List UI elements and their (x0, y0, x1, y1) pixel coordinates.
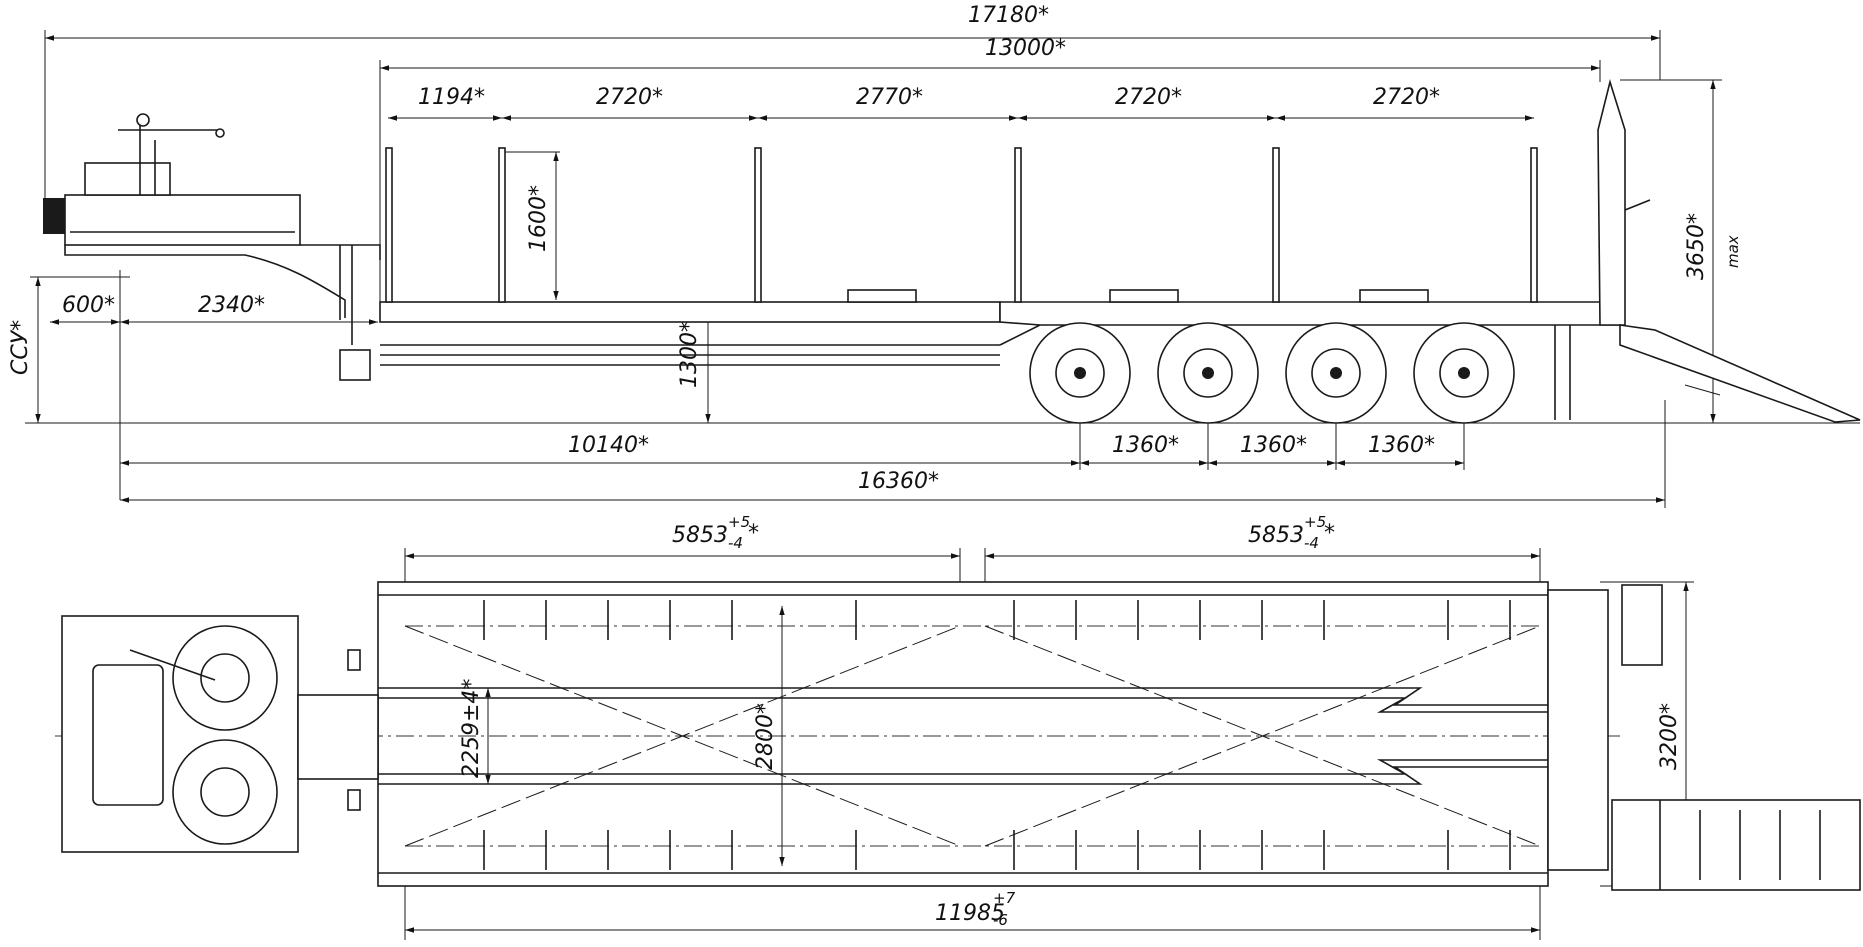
dim-axle-spacing-2-label: 1360* (1240, 433, 1307, 458)
dim-stake-height-label: 1600* (526, 185, 551, 252)
dim-gooseneck: 600* 2340* (50, 270, 378, 500)
landing-leg (339, 349, 371, 381)
dim-deck-width: 2800* (753, 606, 785, 866)
dim-fifth-wheel-height: ССУ* (8, 276, 130, 423)
crossmembers (483, 600, 1511, 870)
dim-axles: 10140* 1360* 1360* 1360* (120, 395, 1465, 470)
dim-stake-height: 1600* (505, 151, 560, 300)
dim-deck-width-label: 2800* (753, 703, 778, 770)
dim-overall-length-label: 17180* (968, 3, 1049, 28)
dim-half-right-tol-upper: +5 (1304, 513, 1326, 531)
trailer-side-body (43, 79, 1861, 424)
plan-view: 5853 +5 -4 * 5853 +5 -4 * (55, 513, 1861, 940)
dim-deck-length-tol-upper: +7 (993, 889, 1016, 907)
dim-stake-1-label: 1194* (418, 85, 485, 110)
dim-platform-length: 13000* (379, 36, 1601, 305)
wheels-side (1029, 322, 1515, 424)
dim-half-right-mark: * (1324, 521, 1335, 546)
dim-total-height-label: 3650* (1684, 213, 1709, 280)
dim-axle-spacing-3-label: 1360* (1368, 433, 1435, 458)
dim-deck-length-tol-lower: -6 (993, 911, 1008, 929)
ramps-plan (1547, 584, 1861, 891)
dim-half-left-tol-lower: -4 (728, 534, 743, 552)
dim-half-right-base: 5853 (1248, 523, 1304, 548)
dim-total-height: 3650* max (1620, 79, 1742, 423)
side-view: 17180* 13000* 1194* 2720* 2770* 2720* 27… (8, 3, 1861, 508)
dim-kingpin-offset-label: 600* (62, 293, 115, 318)
dim-track-width: 2259±4* (459, 679, 491, 784)
tool-box (84, 162, 171, 196)
dim-half-left-mark: * (748, 521, 759, 546)
dim-axle-spacing-1-label: 1360* (1112, 433, 1179, 458)
dim-deck-length: 11985 +7 -6 (405, 889, 1540, 933)
dim-gooseneck-length-label: 2340* (198, 293, 265, 318)
dim-half-left-tol-upper: +5 (728, 513, 750, 531)
stakes (385, 147, 1538, 303)
dim-total-height-note: max (1724, 235, 1742, 268)
dim-stake-5-label: 2720* (1373, 85, 1440, 110)
dim-overall-width-label: 3200* (1657, 703, 1682, 770)
dim-platform-length-label: 13000* (985, 36, 1066, 61)
dim-kingpin-to-rear-label: 16360* (858, 469, 939, 494)
front-lights (43, 198, 65, 234)
ramp-lowered (1619, 324, 1861, 423)
gooseneck-box (64, 194, 301, 246)
dim-half-right-tol-lower: -4 (1304, 534, 1319, 552)
dim-half-left-base: 5853 (672, 523, 728, 548)
deck-plan (377, 581, 1549, 887)
dim-stake-3-label: 2770* (856, 85, 923, 110)
ramp-raised (1597, 79, 1626, 326)
gooseneck-plan (61, 615, 379, 853)
deck-rear (999, 301, 1621, 326)
deck-front (379, 301, 1001, 323)
dim-overall-length: 17180* (44, 3, 1661, 200)
dim-track-width-label: 2259±4* (459, 679, 484, 778)
dim-stake-4-label: 2720* (1115, 85, 1182, 110)
dim-kingpin-to-axle-label: 10140* (568, 433, 649, 458)
dim-deck-length-base: 11985 (935, 901, 1005, 926)
dim-stake-2-label: 2720* (596, 85, 663, 110)
dim-half-lengths: 5853 +5 -4 * 5853 +5 -4 * (404, 513, 1541, 940)
dim-fifth-wheel-height-label: ССУ* (8, 320, 33, 375)
dim-kingpin-to-rear: 16360* (120, 400, 1666, 508)
dim-stake-spacing: 1194* 2720* 2770* 2720* 2720* (388, 85, 1534, 121)
